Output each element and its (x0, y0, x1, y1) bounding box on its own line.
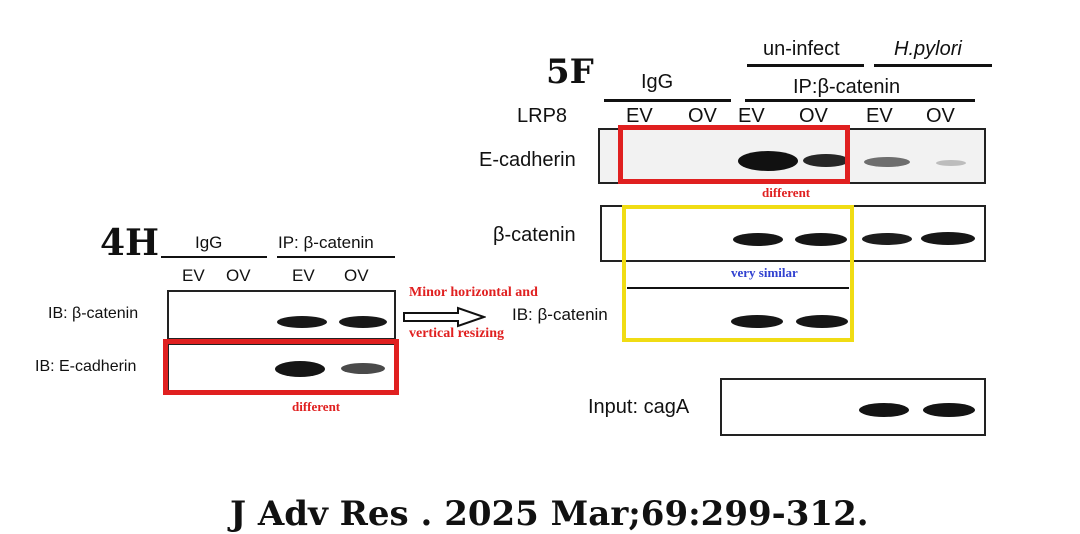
condition-bar-uninfect (747, 64, 864, 67)
band (803, 154, 849, 167)
band (339, 316, 387, 328)
band (341, 363, 385, 374)
overlay-row-label: IB: β-catenin (512, 305, 608, 324)
condition-bar-hpylori (874, 64, 992, 67)
highlight-box-5f-different (618, 125, 850, 184)
overlay-band (796, 315, 848, 328)
citation: J Adv Res . 2025 Mar;69:299-312. (230, 494, 869, 534)
note-very-similar: very similar (731, 265, 798, 280)
blot-5f-input-caga (720, 378, 986, 436)
group-label-igg-5f: IgG (641, 71, 674, 93)
band (275, 361, 325, 377)
right-arrow-icon (403, 306, 486, 328)
overlay-band (731, 315, 783, 328)
row-label-4h-beta-catenin: IB: β-catenin (48, 305, 139, 322)
group-bar-ip-5f (745, 99, 975, 102)
note-different-4h: different (292, 399, 341, 414)
lane-label-5f-2: OV (688, 105, 717, 127)
group-label-igg-4h: IgG (195, 233, 223, 252)
condition-label-hpylori: H.pylori (894, 38, 962, 60)
band (733, 233, 783, 246)
band (859, 403, 909, 417)
band (921, 232, 975, 245)
panel-label-5f: 5F (546, 52, 594, 92)
lane-label-4h-1: EV (182, 266, 205, 285)
band (936, 160, 966, 166)
blot-4h-beta-catenin (167, 290, 396, 340)
group-label-ip-5f: IP:β-catenin (793, 76, 901, 98)
lane-label-5f-4: OV (799, 105, 828, 127)
condition-label-uninfect: un-infect (763, 38, 840, 60)
row-label-4h-e-cadherin: IB: E-cadherin (35, 358, 137, 375)
band (862, 233, 912, 245)
group-bar-igg-4h (161, 256, 267, 258)
row-label-5f-beta-catenin: β-catenin (493, 224, 576, 246)
note-resizing-line1: Minor horizontal and (409, 285, 538, 300)
lrp8-label: LRP8 (517, 105, 568, 127)
lane-label-5f-6: OV (926, 105, 955, 127)
lane-label-4h-4: OV (344, 266, 369, 285)
lane-label-4h-3: EV (292, 266, 315, 285)
band (277, 316, 327, 328)
lane-label-5f-5: EV (866, 105, 893, 127)
lane-label-5f-1: EV (626, 105, 653, 127)
group-bar-ip-4h (277, 256, 395, 258)
group-label-ip-4h: IP: β-catenin (278, 233, 374, 252)
overlay-top-border (627, 287, 849, 289)
row-label-5f-input-caga: Input: cagA (588, 396, 690, 418)
note-resizing-line2: vertical resizing (409, 326, 504, 341)
band (795, 233, 847, 246)
highlight-box-5f-similar (622, 205, 854, 342)
row-label-5f-e-cadherin: E-cadherin (479, 149, 576, 171)
band (738, 151, 798, 171)
group-bar-igg-5f (604, 99, 731, 102)
highlight-box-4h-different (163, 339, 399, 395)
lane-label-4h-2: OV (226, 266, 251, 285)
band (923, 403, 975, 417)
lane-label-5f-3: EV (738, 105, 765, 127)
blot-5f-beta-catenin (600, 205, 986, 262)
band (864, 157, 910, 167)
note-different-5f: different (762, 185, 811, 200)
panel-label-4h: 4H (100, 222, 160, 264)
